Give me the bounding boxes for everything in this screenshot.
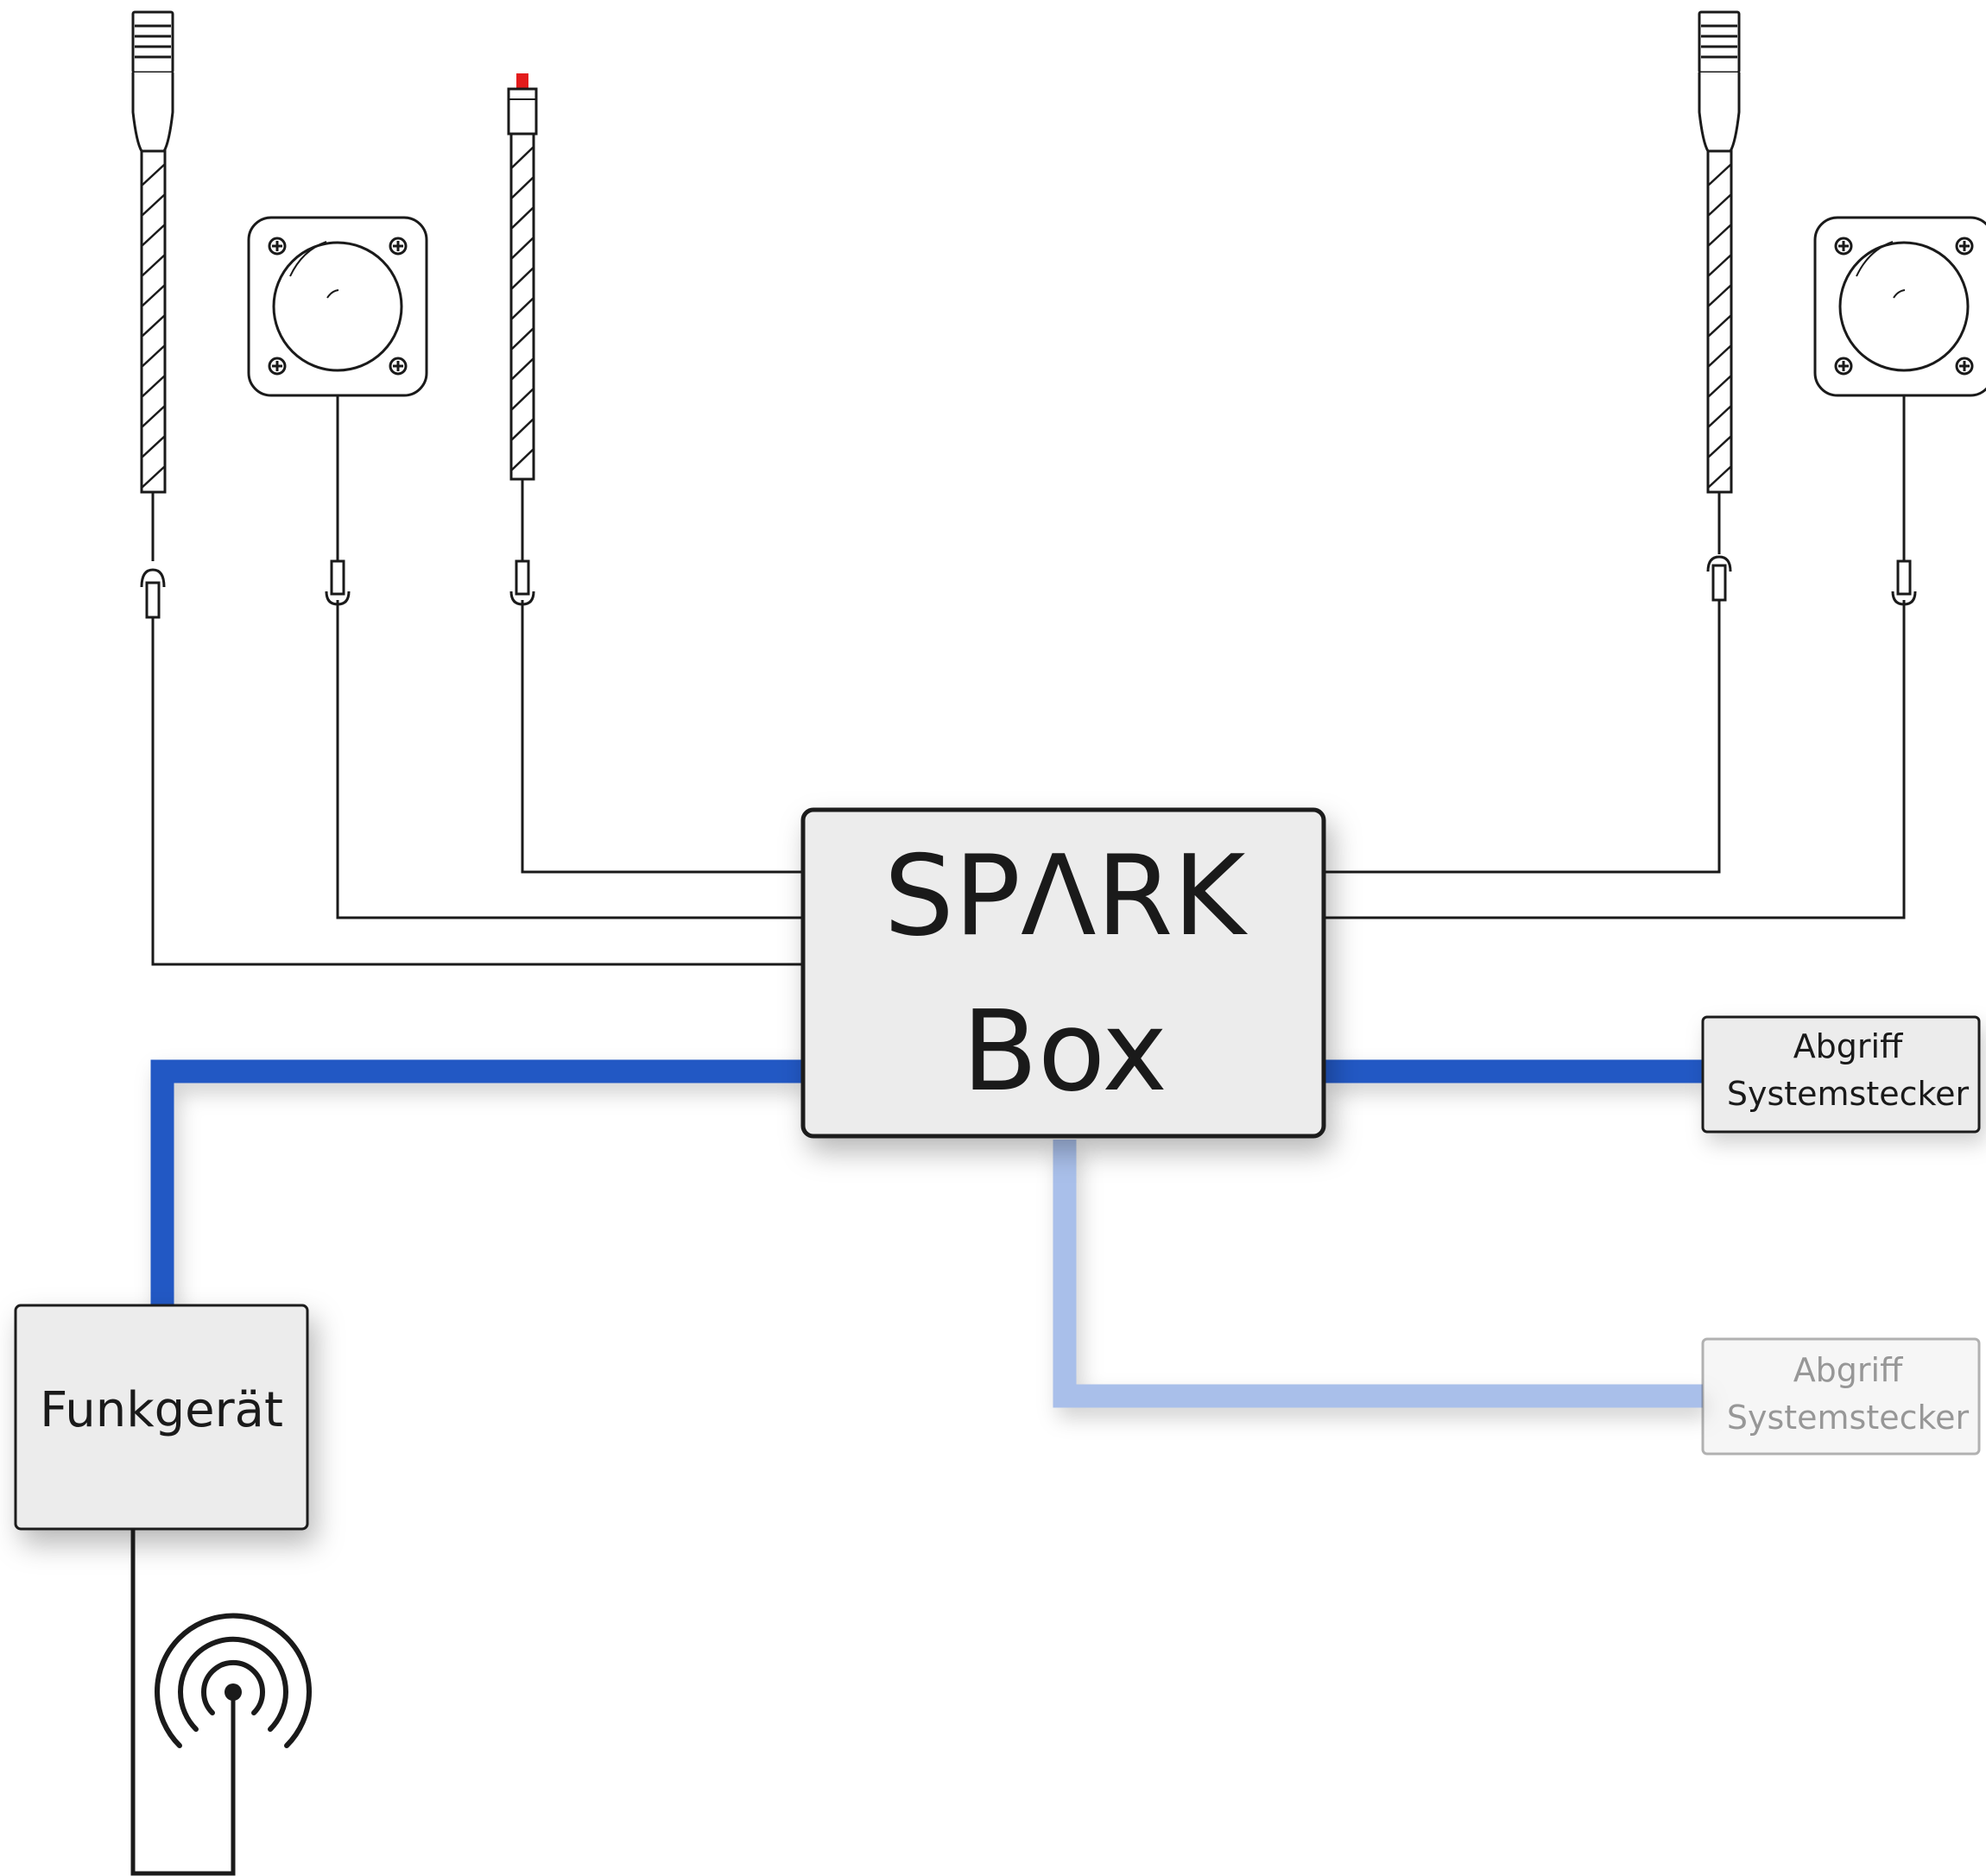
tap-secondary-line1: Abgriff	[1793, 1351, 1903, 1389]
wire-left-speaker	[336, 600, 803, 919]
wire-microphone	[521, 600, 803, 874]
tap-primary-line2: Systemstecker	[1727, 1075, 1970, 1113]
radio-label: Funkgerät	[40, 1382, 283, 1438]
antenna-left	[131, 10, 174, 619]
cable-secondary	[1053, 1140, 1703, 1408]
wire-right-speaker	[1324, 600, 1906, 919]
radio-antenna-cable	[130, 1529, 236, 1876]
microphone	[507, 73, 538, 606]
wire-left-antenna	[151, 617, 803, 966]
screw-icon	[268, 237, 408, 376]
cable-radio	[150, 1059, 803, 1305]
tap-secondary-line2: Systemstecker	[1727, 1399, 1970, 1437]
tap-connector-secondary: Abgriff Systemstecker	[1701, 1337, 1981, 1456]
speaker-right	[1813, 216, 1986, 606]
tap-connector-primary: Abgriff Systemstecker	[1701, 1015, 1981, 1134]
spark-box: SPΛRK Box	[800, 807, 1326, 1139]
spark-box-subtitle: Box	[962, 988, 1167, 1116]
speaker-left	[247, 216, 428, 606]
cables	[150, 1059, 1703, 1408]
signal-wires	[151, 600, 1906, 966]
radio-device: Funkgerät	[14, 1304, 309, 1531]
antenna-right	[1698, 10, 1741, 602]
tap-primary-line1: Abgriff	[1793, 1027, 1903, 1065]
spark-box-title: SPΛRK	[884, 832, 1249, 961]
indicator-led	[516, 73, 528, 89]
screw-icon	[1834, 237, 1974, 376]
wire-right-antenna	[1324, 600, 1721, 874]
broadcast-icon	[130, 1529, 312, 1876]
